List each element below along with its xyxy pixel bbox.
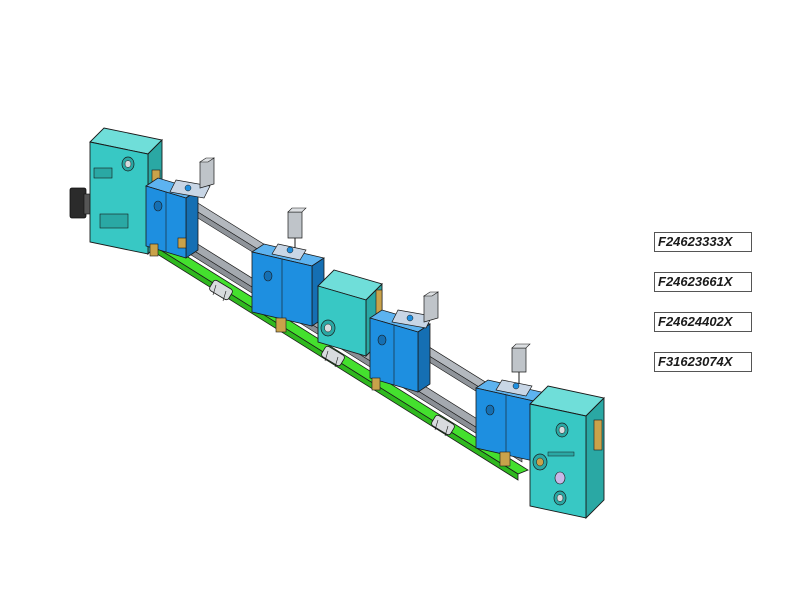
part-number-label: F24623661X [654, 272, 752, 292]
part-number-label: F31623074X [654, 352, 752, 372]
right-end-housing [529, 385, 605, 520]
mounting-bracket [391, 291, 439, 329]
linear-bearing [431, 414, 455, 437]
linear-bearing [209, 279, 233, 302]
part-number-label: F24623333X [654, 232, 752, 252]
linear-bearing [321, 345, 345, 368]
carriage-block [145, 177, 199, 259]
mounting-bracket [495, 343, 533, 397]
mounting-bracket [169, 157, 215, 199]
part-number-label: F24624402X [654, 312, 752, 332]
carriage-block [251, 243, 325, 333]
mounting-bracket [271, 207, 307, 261]
